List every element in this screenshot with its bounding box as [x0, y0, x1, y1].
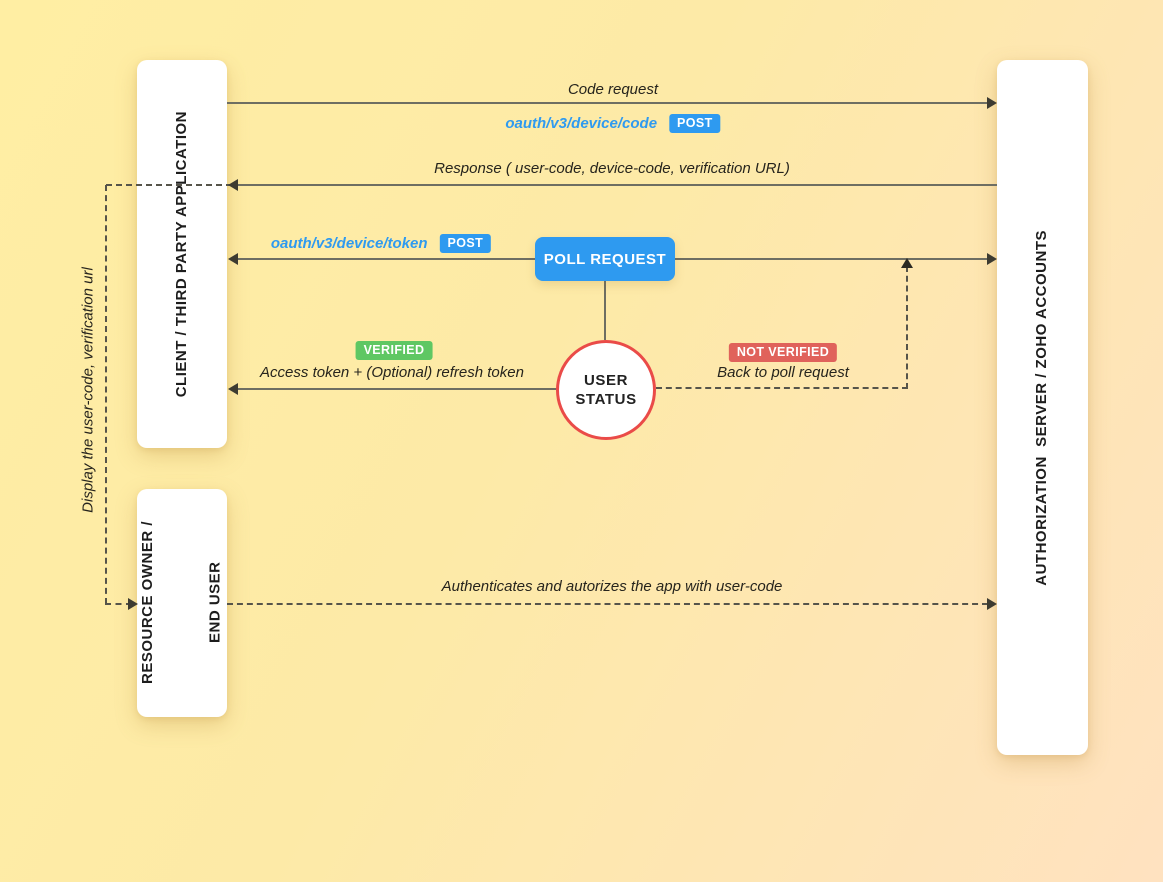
access-token-label: Access token + (Optional) refresh token — [260, 364, 524, 381]
back-to-poll-label: Back to poll request — [717, 364, 849, 381]
access-token-arrowhead-icon — [228, 383, 238, 395]
user-status-label-line2: STATUS — [575, 391, 637, 408]
user-status-circle: USER STATUS — [556, 340, 656, 440]
code-endpoint-row: oauth/v3/device/code POST — [505, 114, 721, 133]
resource-owner-node: RESOURCE OWNER / END USER — [137, 489, 227, 717]
authenticate-label: Authenticates and autorizes the app with… — [441, 578, 783, 595]
response-label: Response ( user-code, device-code, verif… — [434, 160, 790, 177]
user-status-label-line1: USER — [583, 371, 629, 389]
resource-owner-label-line2: END USER — [206, 562, 224, 644]
code-request-line — [227, 102, 988, 104]
not-verified-dashed-horizontal — [656, 387, 908, 389]
not-verified-badge: NOT VERIFIED — [728, 343, 838, 362]
display-dashed-vertical — [105, 185, 107, 604]
code-post-badge: POST — [669, 114, 721, 133]
authenticate-dashed-line — [227, 603, 988, 605]
access-token-line — [231, 388, 557, 390]
not-verified-arrowhead-icon — [901, 258, 913, 268]
auth-server-node: AUTHORIZATION SERVER / ZOHO ACCOUNTS — [997, 60, 1088, 755]
code-request-label: Code request — [567, 81, 659, 98]
token-post-badge: POST — [439, 234, 492, 253]
resource-owner-label-line1: RESOURCE OWNER / — [139, 521, 156, 685]
auth-server-node-label: AUTHORIZATION SERVER / ZOHO ACCOUNTS — [1033, 229, 1051, 586]
code-endpoint-text: oauth/v3/device/code — [505, 115, 658, 132]
authenticate-arrowhead-icon — [987, 598, 997, 610]
client-node: CLIENT / THIRD PARTY APPLICATION — [137, 60, 227, 448]
token-endpoint-text: oauth/v3/device/token — [270, 235, 428, 252]
poll-to-status-connector — [604, 280, 606, 340]
poll-request-box-label: POLL REQUEST — [543, 250, 667, 268]
not-verified-dashed-vertical — [906, 266, 908, 389]
client-node-label: CLIENT / THIRD PARTY APPLICATION — [172, 110, 190, 398]
display-arrowhead-icon — [128, 598, 138, 610]
response-arrowhead-icon — [228, 179, 238, 191]
poll-request-box: POLL REQUEST — [535, 237, 675, 281]
code-request-arrowhead-icon — [987, 97, 997, 109]
poll-right-arrowhead-icon — [987, 253, 997, 265]
response-dashed-extension — [106, 184, 232, 186]
token-endpoint-row: oauth/v3/device/token POST — [270, 234, 492, 253]
display-dashed-horizontal — [105, 603, 132, 605]
response-line — [231, 184, 997, 186]
verified-badge: VERIFIED — [355, 341, 433, 360]
poll-left-arrowhead-icon — [228, 253, 238, 265]
display-user-code-label: Display the user-code, verification url — [79, 267, 97, 513]
